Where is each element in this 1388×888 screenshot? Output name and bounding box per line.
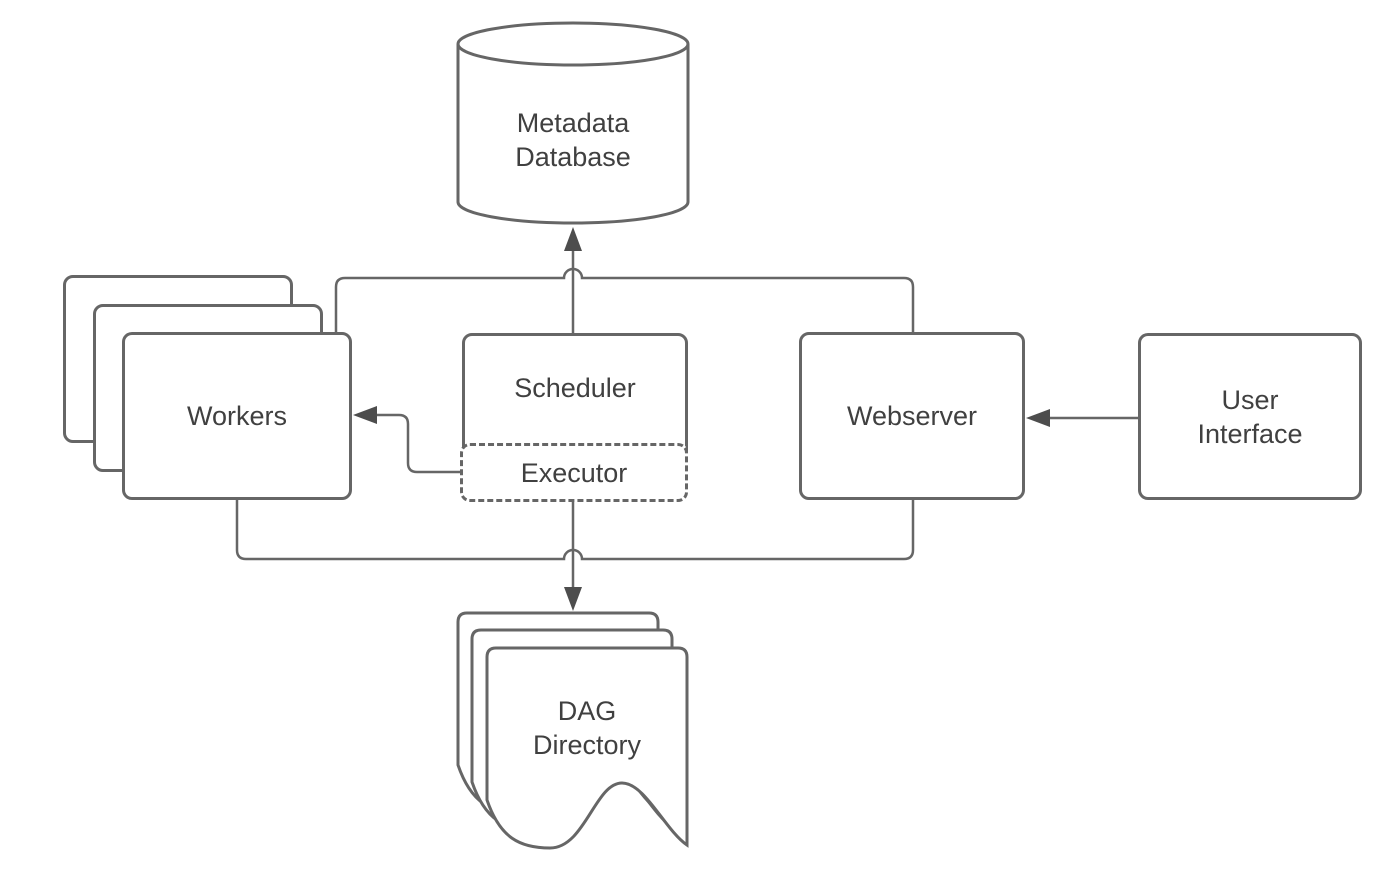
document-sheet-front xyxy=(485,646,689,850)
arrowhead-to-dagdir xyxy=(564,587,582,611)
webserver-label: Webserver xyxy=(846,401,978,431)
edge-workers-webserver-top xyxy=(334,267,915,333)
workers-label: Workers xyxy=(186,401,287,431)
user-interface-label-line2: Interface xyxy=(1197,418,1303,449)
dag-directory-label-line1: DAG xyxy=(557,696,617,726)
database-cylinder-icon xyxy=(456,21,690,225)
arrowhead-to-webserver xyxy=(1026,409,1050,427)
edge-executor-workers xyxy=(377,413,460,474)
workers-node: Workers xyxy=(122,332,352,500)
user-interface-label-line1: User xyxy=(1221,384,1279,415)
dag-directory-label: DAG Directory xyxy=(487,692,687,764)
metadata-database-label: Metadata Database xyxy=(458,102,688,178)
arrowhead-to-database xyxy=(564,227,582,251)
webserver-node: Webserver xyxy=(799,332,1025,500)
user-interface-node: User Interface xyxy=(1138,333,1362,500)
executor-label: Executor xyxy=(520,457,628,488)
metadata-database-label-line1: Metadata xyxy=(516,108,630,138)
scheduler-label: Scheduler xyxy=(514,372,636,403)
executor-node: Executor xyxy=(460,443,688,502)
user-interface-label: User Interface xyxy=(1197,383,1302,451)
arrowhead-to-workers xyxy=(353,406,377,424)
document-stack-icon xyxy=(456,611,689,850)
edge-workers-webserver-bottom xyxy=(235,500,915,561)
dag-directory-label-line2: Directory xyxy=(532,730,641,760)
metadata-database-label-line2: Database xyxy=(515,142,631,172)
